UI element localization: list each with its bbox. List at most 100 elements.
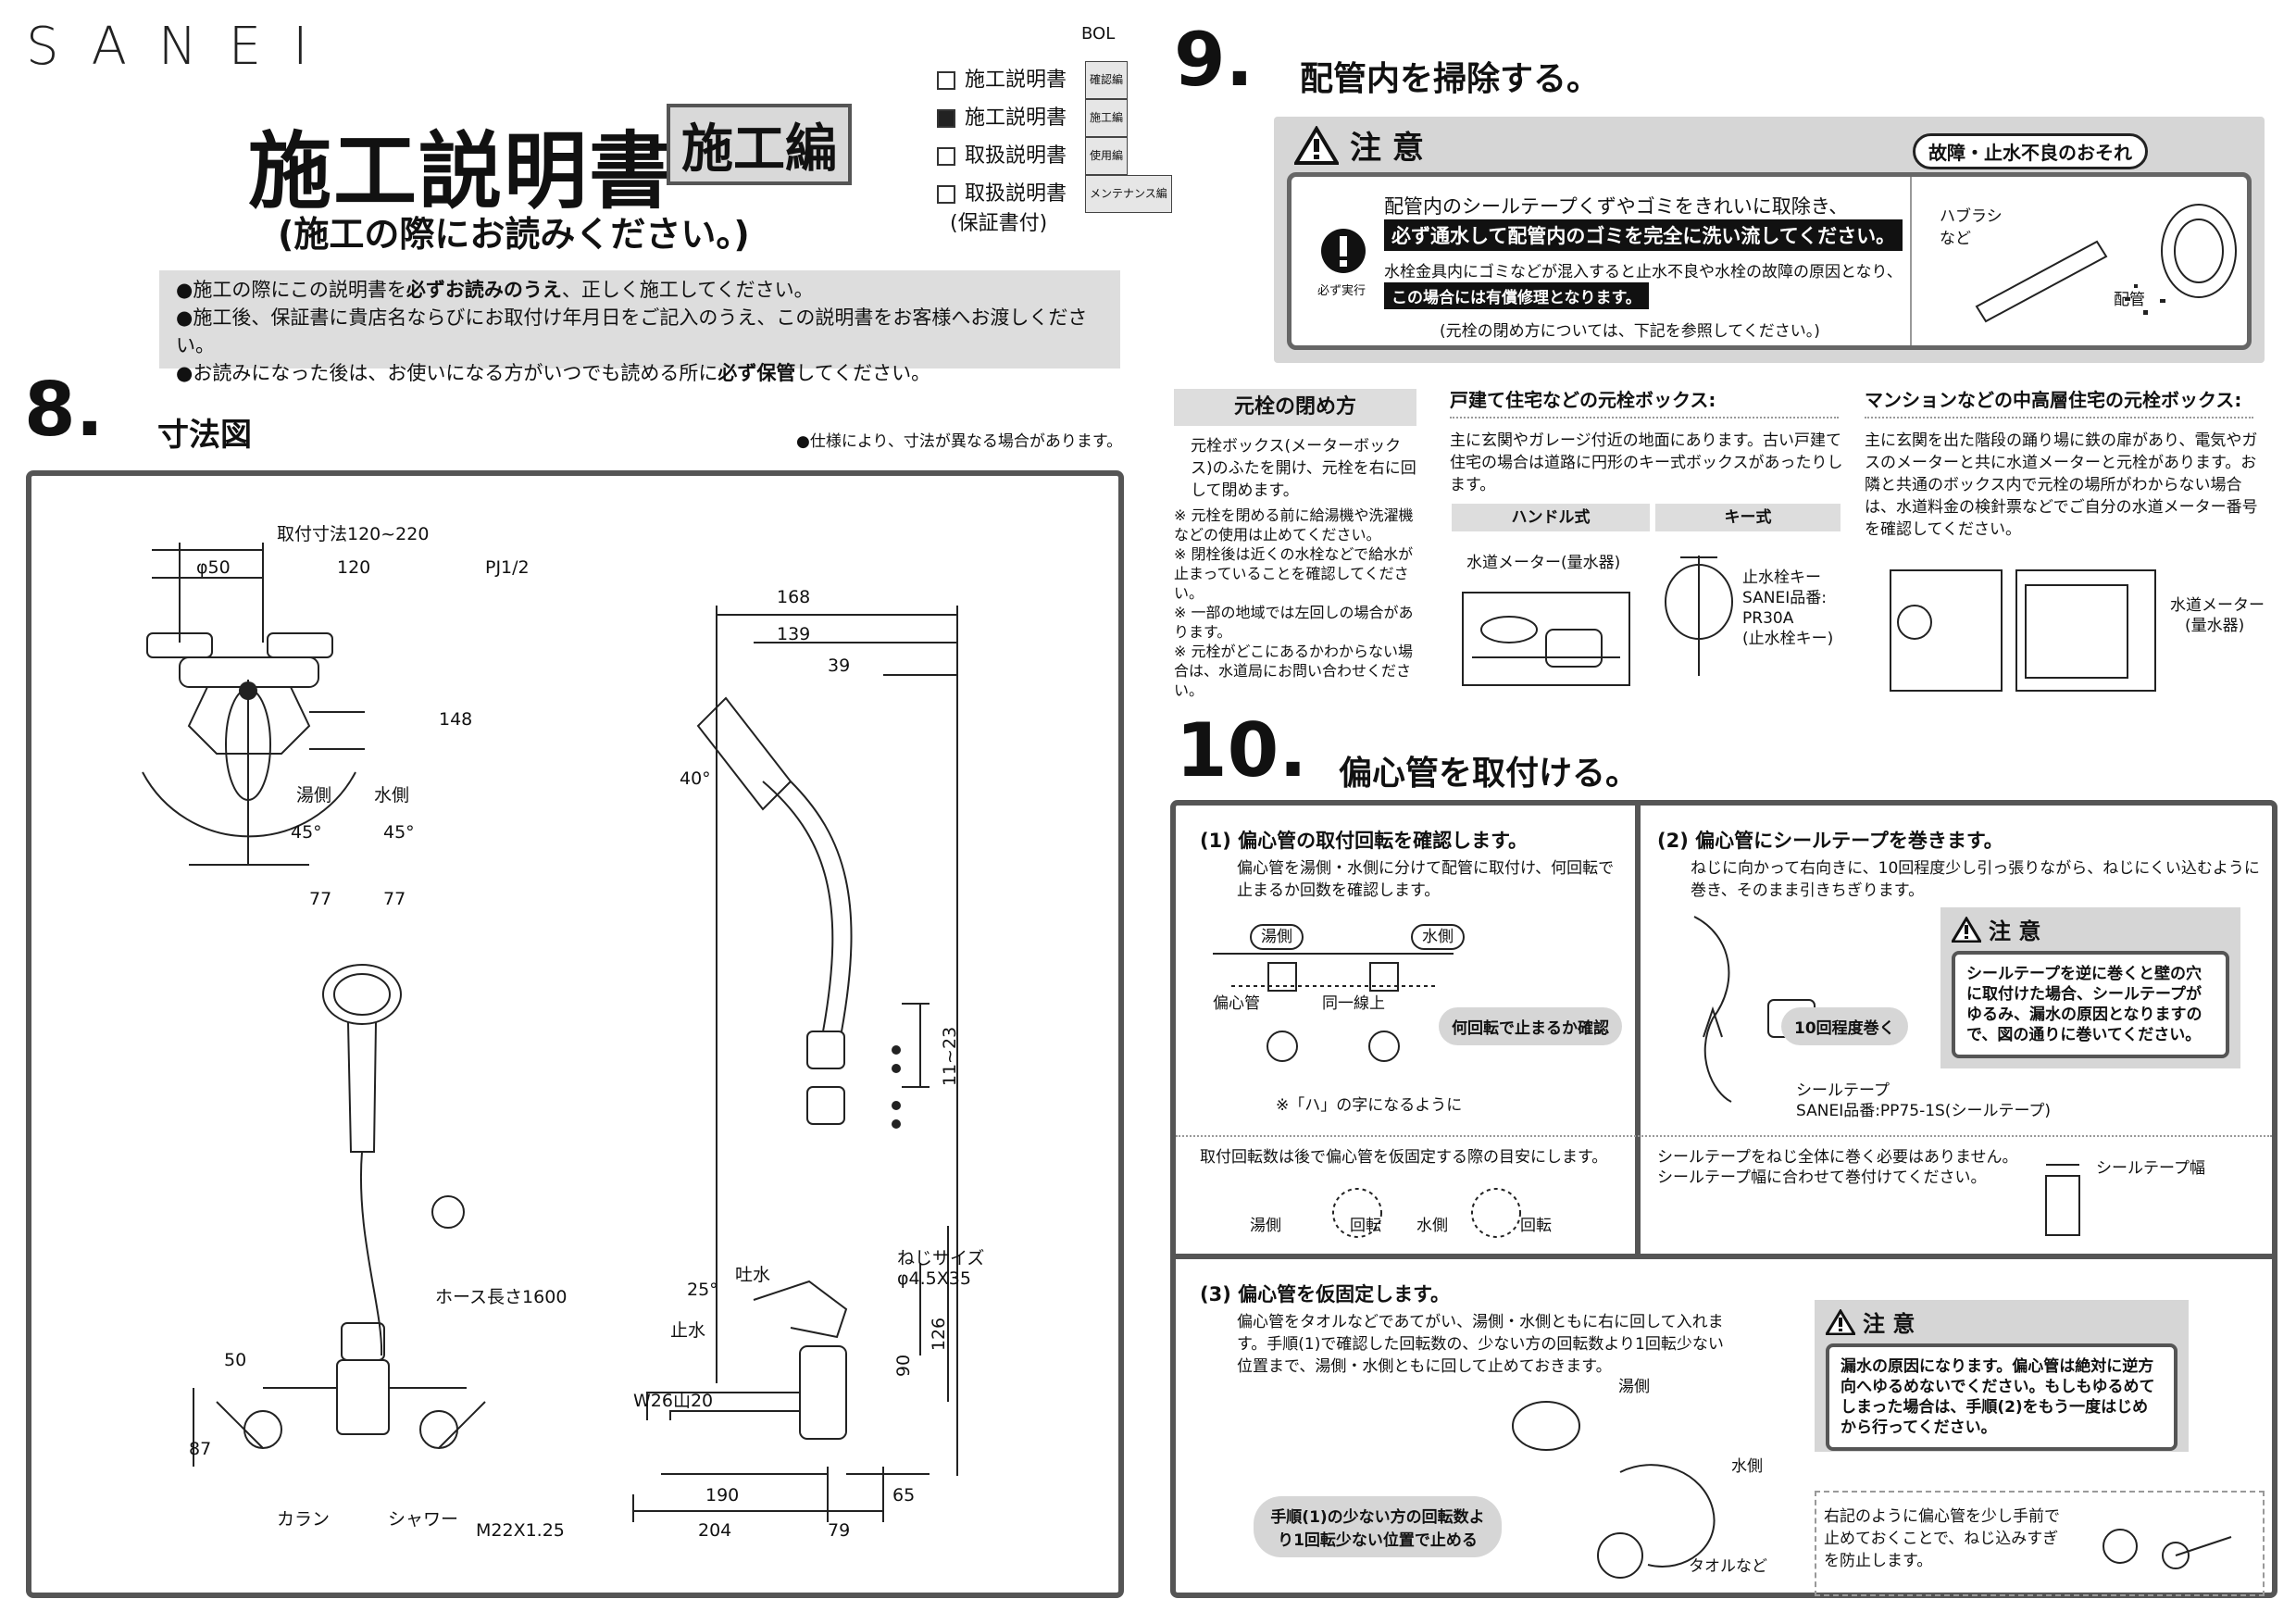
checkbox-icon (937, 146, 955, 166)
brush-pipe-illustration (1975, 204, 2237, 323)
step-2-tape-label: シールテープ (1796, 1081, 1890, 1100)
document-title: 施工説明書 (248, 123, 674, 220)
step-2-bottom-1: シールテープをねじ全体に巻く必要はありません。 (1657, 1148, 2018, 1167)
turn-cold-unit: 回転 (1520, 1217, 1552, 1235)
step-2-caution: 注 意 シールテープを逆に巻くと壁の穴に取付けた場合、シールテープがゆるみ、漏水… (1940, 907, 2240, 1068)
meter2-label-b: (量水器) (2185, 617, 2245, 635)
checkbox-icon (937, 184, 955, 204)
step-1-pipe-label: 偏心管 (1213, 994, 1260, 1013)
step-1-line-label: 同一線上 (1322, 994, 1385, 1013)
dim-190: 190 (705, 1485, 740, 1505)
dim-148: 148 (439, 709, 473, 730)
label-screw-size: φ4.5X35 (897, 1268, 971, 1289)
warranty-note: (保証書付) (950, 212, 1048, 235)
checklist-item: 取扱説明書メンテナンス編 (937, 175, 1172, 213)
caution-line-2: 必ず通水して配管内のゴミを完全に洗い流してください。 (1384, 219, 1903, 251)
caution-line-4: この場合には有償修理となります。 (1384, 282, 1649, 309)
dim-pj: PJ1/2 (485, 557, 530, 578)
dim-120: 120 (337, 557, 371, 578)
mansion-heading: マンションなどの中高層住宅の元栓ボックス: (1865, 389, 2242, 411)
label-stop: 止水 (670, 1320, 706, 1341)
step-3-description: 偏心管をタオルなどであてがい、湯側・水側ともに右に回して入れます。手順(1)で確… (1237, 1313, 1724, 1376)
label-w26: W26山20 (633, 1391, 714, 1411)
dim-77-left: 77 (309, 889, 332, 909)
warning-triangle-icon (1952, 916, 1981, 943)
step-3-caution: 注 意 漏水の原因になります。偏心管は絶対に逆方向へゆるめないでください。もしも… (1815, 1300, 2189, 1452)
label-screw: ねじサイズ (897, 1248, 985, 1268)
dim-50: 50 (224, 1350, 247, 1370)
step-1-bottom: 取付回転数は後で偏心管を仮固定する際の目安にします。 (1200, 1148, 1608, 1167)
step-3-bubble: 手順(1)の少ない方の回転数より1回転少ない位置で止める (1254, 1496, 1502, 1557)
meter-label: 水道メーター(量水器) (1466, 554, 1621, 572)
step-3-note: 右記のように偏心管を少し手前で止めておくことで、ねじ込みすぎを防止します。 (1824, 1507, 2060, 1570)
checkbox-icon (937, 70, 955, 90)
step-3-note-illustration (2103, 1529, 2232, 1569)
turn-hot-label: 湯側 (1250, 1217, 1281, 1235)
dim-79: 79 (828, 1520, 851, 1541)
spec-note: ●仕様により、寸法が異なる場合があります。 (796, 432, 1123, 451)
dim-hose: ホース長さ1600 (435, 1287, 568, 1307)
valve-description: 元栓ボックス(メーターボックス)のふたを開け、元栓を右に回して閉めます。 (1191, 437, 1416, 500)
step-1-cold-tag: 水側 (1411, 924, 1465, 950)
step-3-illustration (1512, 1401, 1716, 1579)
warning-triangle-icon (1294, 125, 1339, 165)
dim-11-23: 11~23 (940, 1026, 961, 1087)
section-8-number: 8. (24, 367, 105, 453)
label-shower: シャワー (388, 1509, 459, 1530)
mandatory-label: 必ず実行 (1317, 284, 1366, 298)
section-8-title: 寸法図 (157, 417, 252, 454)
tape-width-label: シールテープ幅 (2096, 1159, 2205, 1178)
section-10-number: 10. (1176, 707, 1307, 793)
handle-valve-illustration (1462, 592, 1630, 686)
tab-key-type: キー式 (1655, 504, 1841, 531)
section-10-frame: (1) 偏心管の取付回転を確認します。 偏心管を湯側・水側に分けて配管に取付け、… (1170, 800, 2277, 1598)
brand-logo: SANEI (26, 17, 340, 77)
step-3-towel-label: タオルなど (1689, 1557, 1767, 1576)
manual-checklist: 施工説明書確認編 施工説明書施工編 取扱説明書使用編 取扱説明書メンテナンス編 … (937, 61, 1172, 235)
key-part-code: PR30A (1742, 609, 1794, 628)
dimension-diagram: 取付寸法120~220 φ50 120 PJ1/2 148 湯側 水側 45° … (26, 470, 1124, 1598)
model-code: BOL (1081, 24, 1116, 44)
brush-label-2: など (1940, 230, 1971, 248)
dim-87: 87 (189, 1439, 212, 1459)
tab-handle-type: ハンドル式 (1452, 504, 1650, 531)
dim-168: 168 (777, 587, 811, 607)
tape-width-illustration (2045, 1164, 2080, 1236)
dim-45-right: 45° (383, 822, 415, 843)
dim-mount: 取付寸法120~220 (277, 524, 430, 544)
document-subtitle: (施工の際にお読みください。) (278, 214, 750, 255)
meter2-label: 水道メーター (2170, 596, 2265, 615)
dim-65: 65 (892, 1485, 916, 1505)
checklist-item: 取扱説明書使用編 (937, 137, 1172, 175)
usage-notice: ●施工の際にこの説明書を必ずお読みのうえ、正しく施工してください。 ●施工後、保… (159, 270, 1120, 384)
dim-39: 39 (828, 656, 851, 676)
caution-line-1: 配管内のシールテープくずやゴミをきれいに取除き、 (1384, 195, 1849, 218)
dim-45-left: 45° (291, 822, 322, 843)
turn-count-illustration (1332, 1188, 1521, 1238)
key-part-label: SANEI品番: (1742, 589, 1827, 607)
checklist-item: 施工説明書確認編 (937, 61, 1172, 99)
valve-heading: 元栓の閉め方 (1174, 389, 1416, 426)
key-valve-illustration (1665, 556, 1733, 676)
checkbox-filled-icon (937, 108, 955, 128)
dim-90: 90 (893, 1354, 915, 1378)
step-3-hot-label: 湯側 (1618, 1378, 1650, 1396)
label-karan: カラン (277, 1509, 331, 1530)
dim-126: 126 (929, 1317, 950, 1352)
edition-badge: 施工編 (667, 104, 852, 185)
section-9-number: 9. (1174, 17, 1254, 103)
step-1-description: 偏心管を湯側・水側に分けて配管に取付け、何回転で止まるか回数を確認します。 (1237, 859, 1615, 900)
dim-40: 40° (680, 768, 711, 789)
dim-204: 204 (698, 1520, 732, 1541)
house-description: 主に玄関やガレージ付近の地面にあります。古い戸建て住宅の場合は道路に円形のキー式… (1450, 431, 1843, 494)
checklist-item: 施工説明書施工編 (937, 99, 1172, 137)
section-9-title: 配管内を掃除する。 (1300, 60, 1601, 98)
step-2-bubble: 10回程度巻く (1781, 1007, 1908, 1045)
step-1-illustration (1213, 953, 1454, 1062)
mansion-description: 主に玄関を出た階段の踊り場に鉄の扉があり、電気やガスのメーターと共に水道メーター… (1865, 431, 2258, 539)
label-cold-side: 水側 (374, 785, 410, 806)
turn-hot-unit: 回転 (1350, 1217, 1381, 1235)
house-heading: 戸建て住宅などの元栓ボックス: (1450, 389, 1716, 411)
step-1-heading: (1) 偏心管の取付回転を確認します。 (1200, 830, 1529, 852)
mansion-box-illustration (1890, 569, 2156, 692)
